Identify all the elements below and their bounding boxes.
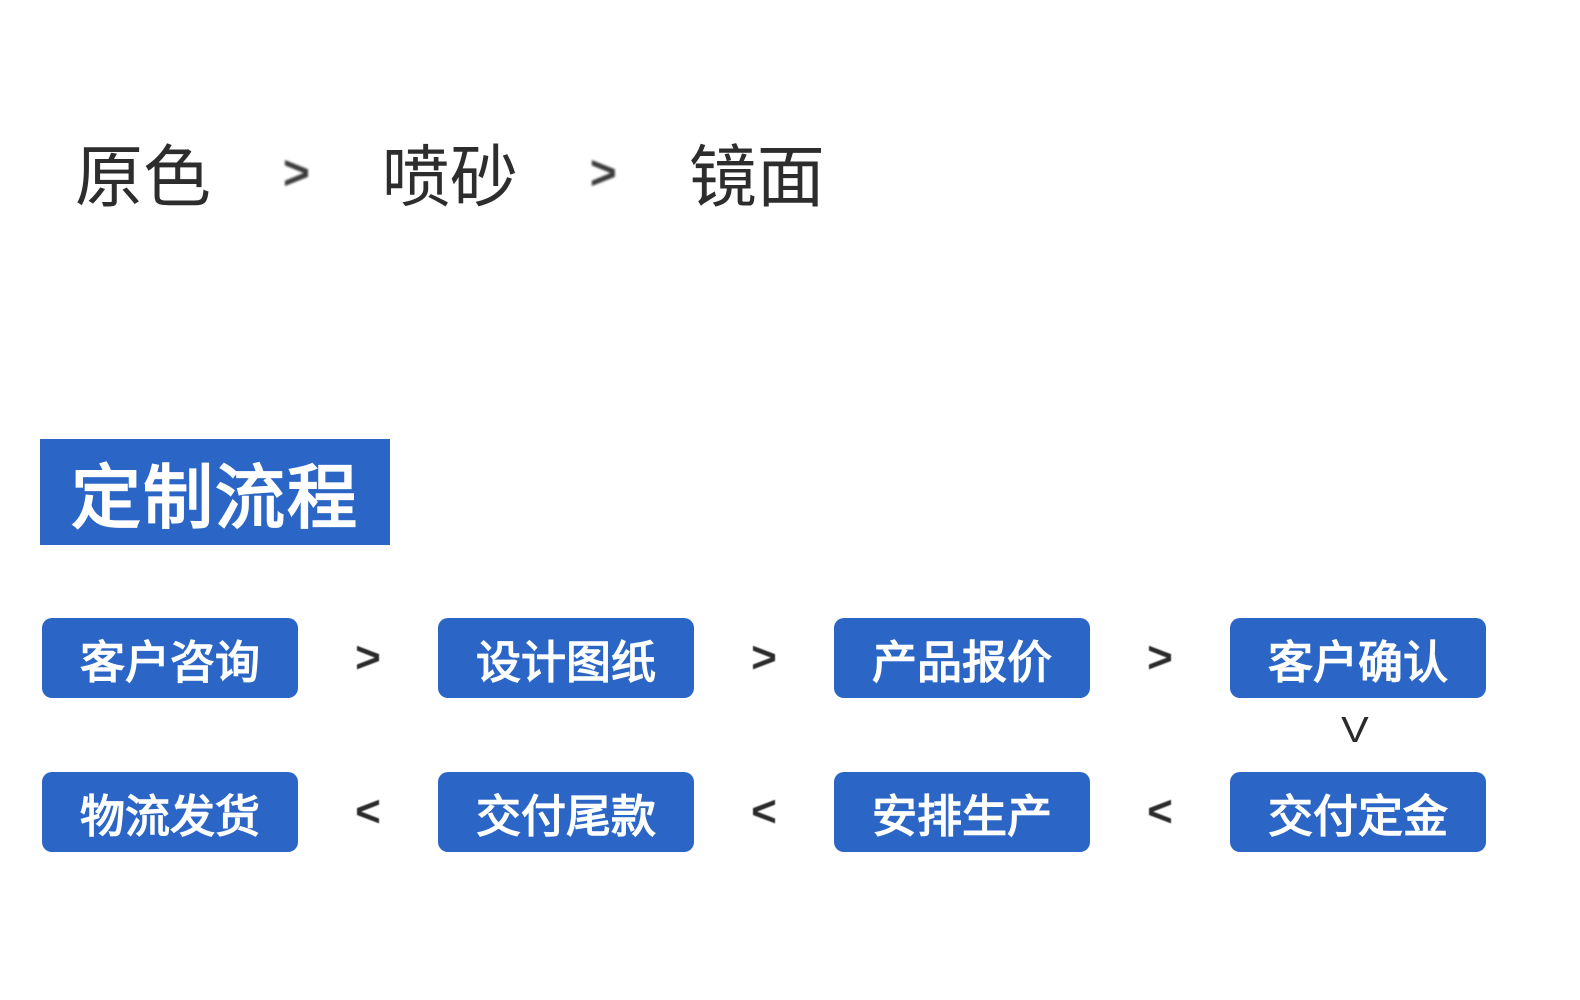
flow-step-customer-confirm: 客户确认 xyxy=(1230,618,1486,698)
finish-option-mirror: 镜面 xyxy=(688,140,825,216)
flow-step-final-payment: 交付尾款 xyxy=(438,772,694,852)
flow-step-deposit-payment: 交付定金 xyxy=(1230,772,1486,852)
section-title-bar: 定制流程 xyxy=(40,439,390,545)
arrow-left-icon: < xyxy=(1147,787,1173,836)
arrow-right-icon: > xyxy=(751,633,777,682)
arrow-down-icon: V xyxy=(1341,709,1369,750)
flow-step-arrange-production: 安排生产 xyxy=(834,772,1090,852)
arrow-right-icon: > xyxy=(283,144,310,199)
finish-options-row: 原色 > 喷砂 > 镜面 xyxy=(75,122,825,221)
arrow-left-icon: < xyxy=(751,787,777,836)
section-title: 定制流程 xyxy=(71,458,359,537)
flow-step-logistics-ship: 物流发货 xyxy=(42,772,298,852)
flow-step-design-drawing: 设计图纸 xyxy=(438,618,694,698)
arrow-right-icon: > xyxy=(589,144,617,199)
flow-step-customer-inquiry: 客户咨询 xyxy=(42,618,298,698)
finish-option-sandblast: 喷砂 xyxy=(381,140,518,216)
arrow-right-icon: > xyxy=(1147,633,1173,682)
flow-step-product-quote: 产品报价 xyxy=(834,618,1090,698)
finish-option-natural: 原色 xyxy=(75,140,212,216)
arrow-left-icon: < xyxy=(355,787,381,836)
arrow-right-icon: > xyxy=(355,633,381,682)
